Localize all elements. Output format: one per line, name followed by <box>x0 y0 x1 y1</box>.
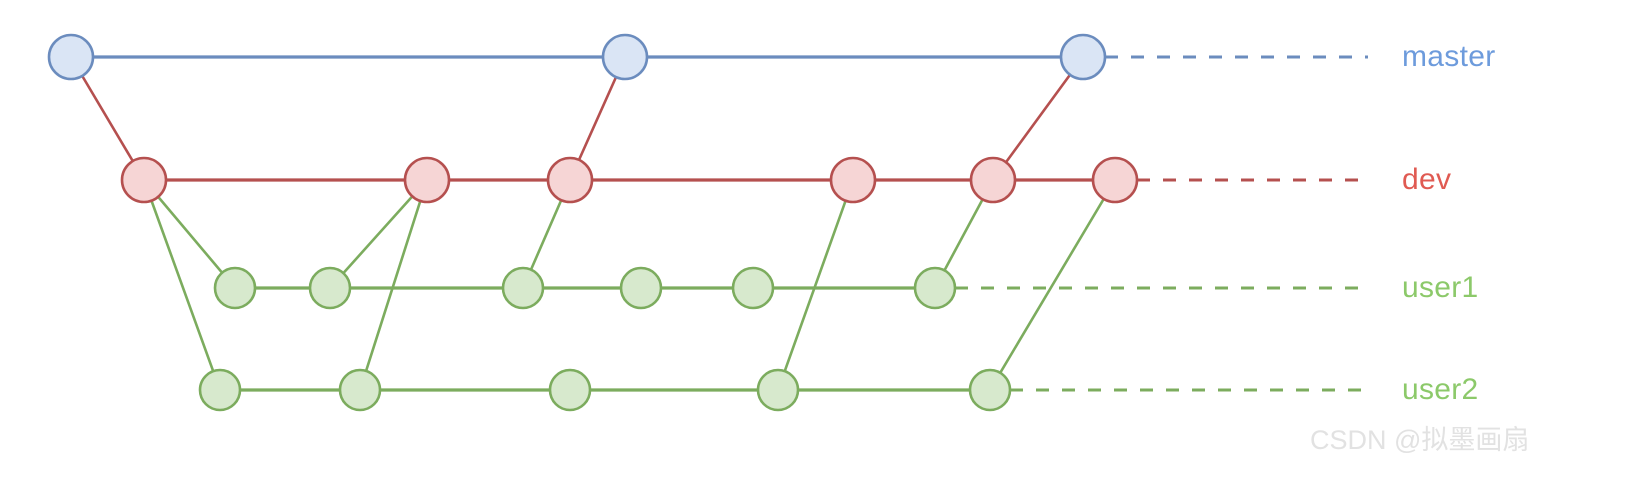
cross-edge-user2-4-to-dev4 <box>776 178 855 392</box>
commit-node-master-3[interactable] <box>1059 33 1107 81</box>
cross-edge-user1-2-to-dev2 <box>328 178 429 290</box>
branch-label-user1: user1 <box>1402 271 1479 304</box>
cross-edge-master1-to-dev1 <box>69 55 146 182</box>
commit-node-dev-3[interactable] <box>546 156 594 204</box>
commit-node-user1-3[interactable] <box>501 266 545 310</box>
branch-label-dev: dev <box>1402 163 1452 196</box>
csdn-watermark: CSDN @拟墨画扇 <box>1310 425 1530 455</box>
commit-node-user2-2[interactable] <box>338 368 382 412</box>
commit-node-dev-6[interactable] <box>1091 156 1139 204</box>
commit-node-dev-1[interactable] <box>120 156 168 204</box>
commit-node-user1-4[interactable] <box>619 266 663 310</box>
commit-node-user1-6[interactable] <box>913 266 957 310</box>
dashed-extensions-layer <box>955 55 1368 392</box>
commit-nodes-layer <box>47 33 1139 412</box>
cross-edge-dev6-to-user2-5 <box>988 178 1117 392</box>
commit-node-user2-1[interactable] <box>198 368 242 412</box>
branch-label-master: master <box>1402 40 1496 73</box>
cross-edge-dev5-to-master3 <box>991 55 1085 182</box>
commit-node-dev-5[interactable] <box>969 156 1017 204</box>
commit-node-master-1[interactable] <box>47 33 95 81</box>
branch-label-user2: user2 <box>1402 373 1479 406</box>
commit-node-dev-4[interactable] <box>829 156 877 204</box>
cross-edge-dev2-to-user2-2 <box>358 178 429 392</box>
cross-edges-layer <box>69 55 1117 392</box>
cross-edge-dev1-to-user2-1 <box>142 178 222 392</box>
commit-node-user1-2[interactable] <box>308 266 352 310</box>
cross-edge-dev1-to-user1-1 <box>142 178 237 290</box>
commit-node-user2-5[interactable] <box>968 368 1012 412</box>
commit-node-master-2[interactable] <box>601 33 649 81</box>
branch-lines-layer <box>71 55 1115 392</box>
commit-node-user2-3[interactable] <box>548 368 592 412</box>
commit-node-user1-5[interactable] <box>731 266 775 310</box>
commit-node-dev-2[interactable] <box>403 156 451 204</box>
commit-node-user1-1[interactable] <box>213 266 257 310</box>
commit-node-user2-4[interactable] <box>756 368 800 412</box>
